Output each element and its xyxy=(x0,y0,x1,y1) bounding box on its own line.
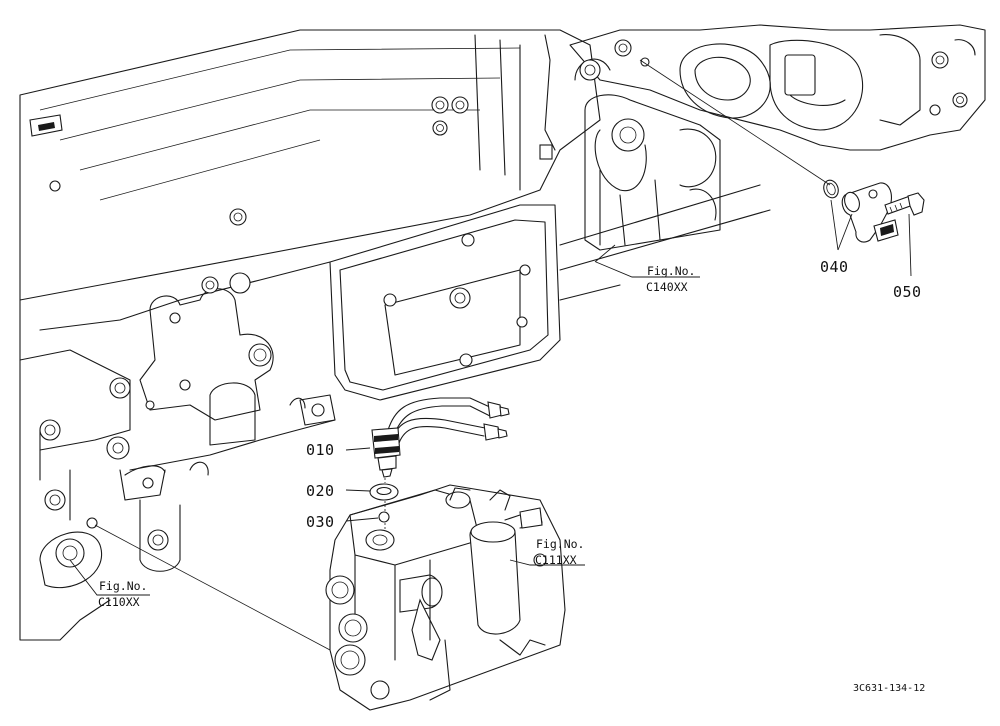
fig-ref-c111-title: Fig.No. xyxy=(536,537,584,551)
document-code: 3C631-134-12 xyxy=(853,683,925,694)
callout-030: 030 xyxy=(306,513,335,531)
rear-housing xyxy=(569,24,986,251)
fig-ref-c140-title: Fig.No. xyxy=(647,264,695,278)
callout-050: 050 xyxy=(893,283,922,301)
control-valve xyxy=(325,484,566,711)
speed-sensor-assembly xyxy=(823,179,925,243)
callout-010: 010 xyxy=(306,441,335,459)
fig-ref-c110-title: Fig.No. xyxy=(99,579,147,593)
pressure-switch-parts xyxy=(369,397,510,530)
callout-040: 040 xyxy=(820,258,849,276)
figure-references: Fig.No. C140XX Fig.No. C111XX Fig.No. C1… xyxy=(98,264,695,609)
transmission-case xyxy=(19,29,771,641)
callout-labels: 010 020 030 040 050 xyxy=(306,258,922,531)
leader-lines xyxy=(69,59,912,651)
fig-ref-c111-code: C111XX xyxy=(535,553,577,567)
fig-ref-c140-code: C140XX xyxy=(646,280,688,294)
callout-020: 020 xyxy=(306,482,335,500)
fig-ref-c110-code: C110XX xyxy=(98,595,140,609)
